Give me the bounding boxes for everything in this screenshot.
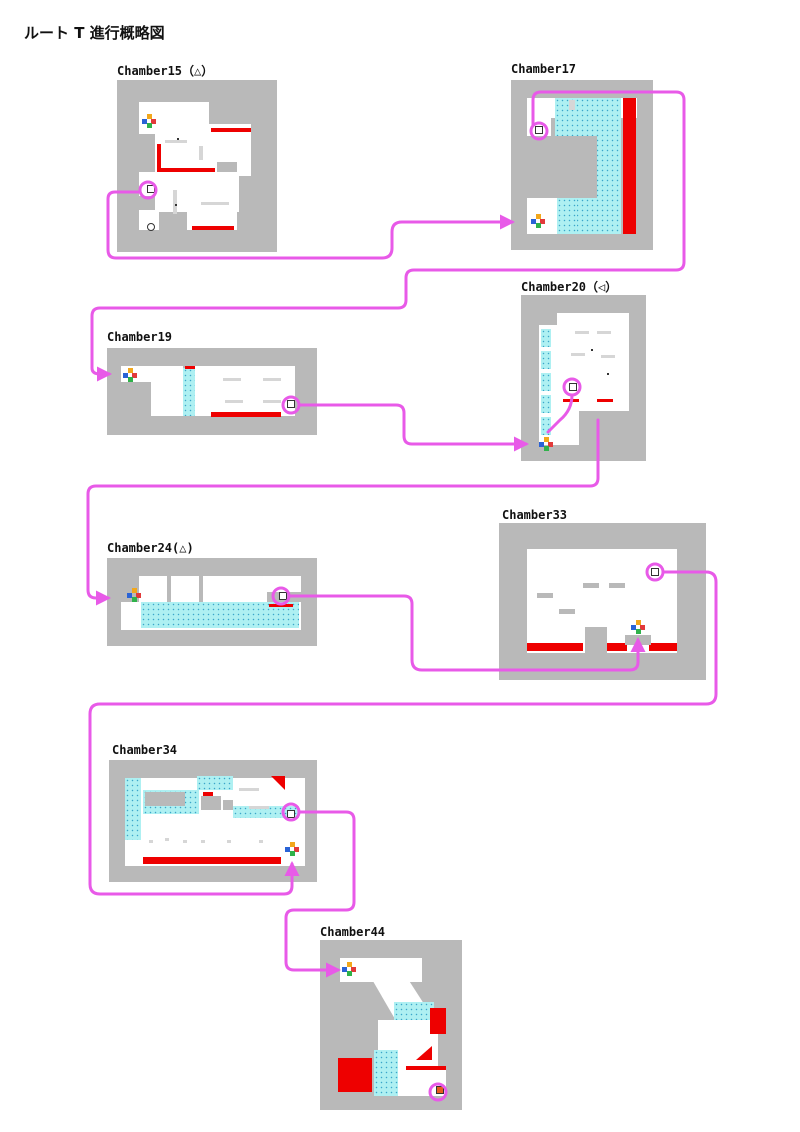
chamber19-label: Chamber19 <box>107 330 173 344</box>
start-marker-ch24 <box>271 586 291 606</box>
start-marker-ch17 <box>529 121 549 141</box>
button-icon <box>342 962 356 976</box>
chamber24-label: Chamber24(△) <box>107 541 194 555</box>
route-17-19 <box>90 90 686 382</box>
chamber15-map <box>117 80 277 252</box>
chamber44-map <box>320 940 462 1110</box>
start-marker-ch33 <box>645 562 665 582</box>
button-icon <box>127 588 141 602</box>
chamber34-label: Chamber34 <box>112 743 178 757</box>
entrance-icon <box>569 383 577 391</box>
chamber15-label: Chamber15（△） <box>117 64 214 78</box>
start-marker-ch34 <box>281 802 301 822</box>
button-icon <box>631 620 645 634</box>
chamber20-label: Chamber20（◁） <box>521 280 618 294</box>
route-24-33 <box>287 594 646 672</box>
chamber24-map <box>107 558 317 646</box>
route-15-17 <box>106 190 515 260</box>
chamber19-map <box>107 348 317 435</box>
start-marker-ch15 <box>138 180 158 200</box>
route-33-34 <box>88 570 718 896</box>
route-20-24 <box>86 393 600 598</box>
button-icon <box>142 114 156 128</box>
exit-icon <box>279 592 287 600</box>
route-34-44 <box>284 810 356 978</box>
entrance-icon <box>287 810 295 818</box>
chamber17-map <box>511 80 653 250</box>
goal-icon <box>436 1086 444 1094</box>
chamber33-map <box>499 523 706 680</box>
start-marker-ch20 <box>562 377 582 397</box>
exit-icon <box>287 400 295 408</box>
button-icon <box>285 842 299 856</box>
chamber33-label: Chamber33 <box>502 508 568 522</box>
chamber17-label: Chamber17 <box>511 62 577 76</box>
button-icon <box>531 214 545 228</box>
page-title: ルート T 進行概略図 <box>24 24 165 42</box>
goal-marker-ch44 <box>428 1082 448 1102</box>
chamber44-label: Chamber44 <box>320 925 386 939</box>
entrance-icon <box>651 568 659 576</box>
button-icon <box>539 437 553 451</box>
chamber34-map <box>109 760 317 882</box>
button-icon <box>123 368 137 382</box>
start-marker-ch19 <box>281 395 301 415</box>
exit-icon <box>147 223 155 231</box>
route-19-20 <box>297 403 529 452</box>
entrance-icon <box>535 126 543 134</box>
